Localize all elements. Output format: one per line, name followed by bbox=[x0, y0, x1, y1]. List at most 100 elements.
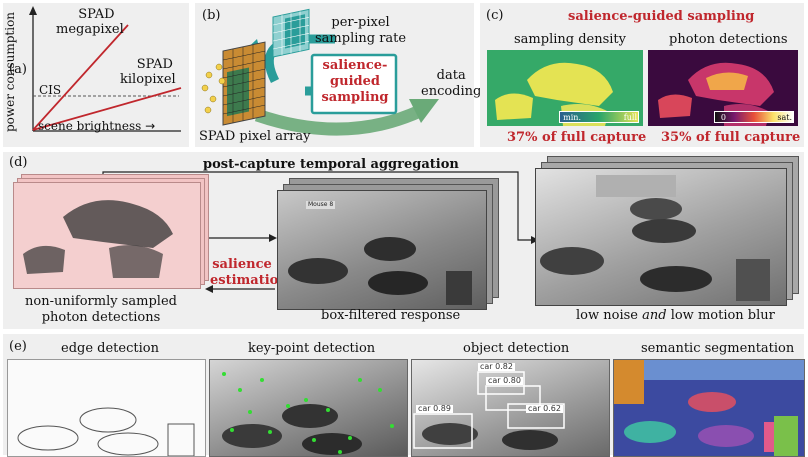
density-salient-region-2 bbox=[495, 93, 533, 120]
car-shape-6 bbox=[540, 247, 604, 275]
detections-scale-zero: 0 bbox=[720, 113, 726, 122]
bus-stop-shape-2 bbox=[736, 259, 770, 301]
label-cis: CIS bbox=[39, 83, 62, 97]
bbox bbox=[477, 371, 525, 395]
encoding-arrowhead bbox=[409, 99, 439, 123]
panel-c-label: (c) bbox=[486, 8, 504, 23]
panel-a: (a) SPAD megapixel SPAD kilopixel CIS po… bbox=[3, 3, 189, 147]
bbox-label: car 0.80 bbox=[486, 376, 523, 385]
sampling-rate-label: per-pixel sampling rate bbox=[315, 15, 407, 46]
label-spad-kilopixel: SPAD kilopixel bbox=[120, 57, 176, 87]
kp-car bbox=[282, 404, 338, 428]
salience-estimation-label: salience estimation bbox=[210, 257, 288, 288]
bbox-label: car 0.89 bbox=[416, 404, 453, 413]
keypoint-image bbox=[209, 359, 408, 457]
object-detection-image: car 0.82 car 0.80 car 0.62 car 0.89 bbox=[411, 359, 610, 457]
panel-d-title: post-capture temporal aggregation bbox=[203, 157, 459, 172]
density-scale-full: full bbox=[623, 113, 637, 122]
label-spad-megapixel: SPAD megapixel bbox=[56, 7, 124, 37]
building-shape bbox=[596, 175, 676, 197]
seg-car-2 bbox=[624, 421, 676, 443]
aggregated-caption: low noise and low motion blur bbox=[576, 308, 775, 323]
y-axis-arrowhead bbox=[29, 6, 37, 15]
edge-detection-image bbox=[7, 359, 206, 457]
edge-car-3 bbox=[97, 432, 159, 456]
density-percent: 37% of full capture bbox=[507, 130, 647, 145]
density-scale-min: min. bbox=[563, 113, 581, 122]
sampled-caption: non-uniformly sampled photon detections bbox=[25, 294, 177, 325]
filter-arrowhead bbox=[269, 234, 277, 242]
detections-colorbar bbox=[714, 111, 794, 123]
edge-bus-stop bbox=[167, 423, 195, 456]
box-filtered-caption: box-filtered response bbox=[321, 308, 461, 323]
detections-title: photon detections bbox=[669, 32, 788, 47]
panel-e: (e) edge detection key-point detection o… bbox=[3, 334, 805, 457]
panel-d: (d) post-capture temporal aggregation no… bbox=[3, 152, 804, 329]
panel-b-diagram bbox=[201, 8, 439, 136]
car-shape-3 bbox=[368, 271, 428, 295]
spad-array-label: SPAD pixel array bbox=[199, 129, 311, 144]
kp-car-2 bbox=[222, 424, 282, 448]
task-title: key-point detection bbox=[248, 341, 376, 356]
bbox-label: car 0.62 bbox=[526, 404, 563, 413]
segmentation-image bbox=[613, 359, 805, 457]
detections-cluster-3 bbox=[658, 94, 692, 118]
panel-a-plot bbox=[29, 6, 182, 132]
sampled-detections bbox=[23, 200, 173, 278]
salience-guided-label: salience- guided sampling bbox=[321, 58, 389, 105]
spad-array bbox=[222, 41, 266, 126]
box-filtered-stack: Mouse 8 bbox=[277, 178, 501, 310]
photon-dots bbox=[201, 63, 226, 114]
box-filtered-image: Mouse 8 bbox=[277, 190, 487, 310]
seg-bus-stop-2 bbox=[764, 422, 774, 452]
seg-bus-stop bbox=[774, 416, 798, 456]
task-title: semantic segmentation bbox=[641, 341, 795, 356]
car-shape-7 bbox=[640, 266, 712, 292]
aggregated-image bbox=[535, 168, 787, 306]
bbox bbox=[507, 403, 565, 429]
kilopixel-line bbox=[32, 87, 182, 131]
density-salient-region bbox=[527, 62, 613, 106]
panel-d-label: (d) bbox=[9, 155, 28, 170]
density-title: sampling density bbox=[514, 32, 626, 47]
encoding-arrow bbox=[254, 105, 423, 136]
car-shape-4 bbox=[630, 198, 682, 220]
keypoints bbox=[222, 372, 394, 454]
kp-car-3 bbox=[302, 433, 362, 455]
od-car-2 bbox=[502, 430, 558, 450]
seg-sky bbox=[614, 360, 804, 380]
panel-b: (b) per-pixel sampling rate salience- gu… bbox=[195, 3, 481, 147]
car-shape-5 bbox=[632, 219, 696, 243]
salience-arrowhead bbox=[205, 285, 213, 293]
task-title: object detection bbox=[463, 341, 570, 356]
sampling-density-image: min. full bbox=[487, 50, 643, 126]
edge-car bbox=[79, 407, 137, 433]
bbox bbox=[485, 385, 541, 411]
y-axis-label: power consumption bbox=[3, 11, 18, 133]
sampled-frame-stack bbox=[11, 174, 211, 289]
panel-a-label: (a) bbox=[9, 62, 27, 77]
edge-car-2 bbox=[17, 425, 79, 451]
panel-e-label: (e) bbox=[9, 339, 27, 354]
detections-scale-sat: sat. bbox=[777, 113, 792, 122]
panel-c: (c) salience-guided sampling sampling de… bbox=[480, 3, 804, 147]
bus-stop-shape bbox=[446, 271, 472, 305]
density-colorbar bbox=[559, 111, 639, 123]
car-shape bbox=[364, 237, 416, 261]
x-axis-label: scene brightness → bbox=[38, 119, 156, 133]
seg-car bbox=[688, 392, 736, 412]
megapixel-line bbox=[32, 24, 129, 131]
photon-detections-image: 0 sat. bbox=[648, 50, 798, 126]
car-shape-2 bbox=[288, 258, 348, 284]
aggregated-stack bbox=[535, 156, 799, 306]
panel-c-title: salience-guided sampling bbox=[568, 9, 755, 24]
bbox bbox=[413, 413, 473, 449]
salience-box bbox=[310, 53, 398, 115]
mouse-label: Mouse 8 bbox=[306, 201, 336, 209]
data-encoding-label: data encoding bbox=[421, 68, 482, 99]
sampling-rate-grid bbox=[272, 8, 310, 58]
detections-percent: 35% of full capture bbox=[661, 130, 801, 145]
seg-car-3 bbox=[698, 425, 754, 447]
detections-cluster-2 bbox=[706, 72, 748, 90]
panel-b-label: (b) bbox=[202, 8, 221, 23]
